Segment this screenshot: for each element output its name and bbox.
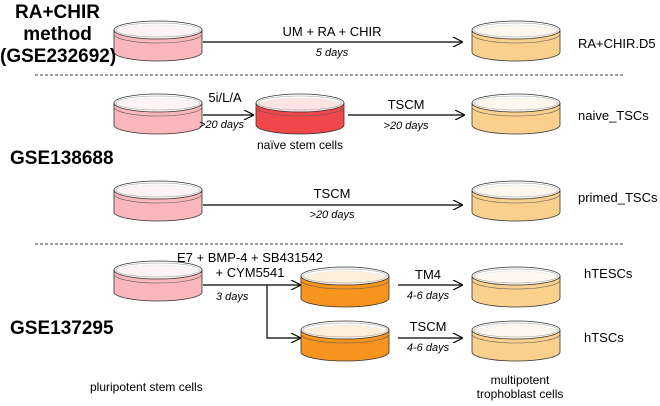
label-ra-chir-arrow: UM + RA + CHIR: [282, 24, 382, 39]
dish-naive-end: [471, 93, 561, 135]
arrow-gse137295-branch: [266, 285, 300, 338]
label-naive-arrow1: 5i/L/A: [208, 90, 242, 105]
footer-pluripotent-stem-cells: pluripotent stem cells: [90, 380, 203, 394]
dish-gse137295-start: [113, 260, 203, 302]
label-tm4-arrow: TM4: [415, 267, 441, 282]
label-primed-duration: >20 days: [309, 209, 355, 221]
label-tm4-duration: 4-6 days: [406, 290, 450, 302]
label-naive-arrow2-duration: >20 days: [383, 120, 429, 132]
label-primed-arrow: TSCM: [313, 186, 351, 201]
output-primed-tscs: primed_TSCs: [578, 190, 658, 205]
label-gse137295-arrow1: E7 + BMP-4 + SB431542 + CYM5541: [177, 250, 323, 280]
dish-htscs-end: [471, 320, 561, 362]
dish-primed-end: [471, 180, 561, 222]
label-naive-stem-cells: naïve stem cells: [256, 138, 344, 152]
dish-intermediate-bottom: [300, 320, 390, 362]
output-htescs: hTESCs: [584, 266, 633, 281]
label-gse137295-duration: 3 days: [216, 291, 249, 303]
output-htscs: hTSCs: [584, 330, 624, 345]
footer-multipotent-trophoblast-cells: multipotent trophoblast cells: [476, 373, 564, 401]
dish-intermediate-top: [300, 266, 390, 308]
dish-primed-start: [113, 180, 203, 222]
label-ra-chir-duration: 5 days: [315, 47, 349, 59]
output-ra-chir: RA+CHIR.D5: [578, 36, 656, 51]
dish-htescs-end: [471, 266, 561, 308]
dish-ra-chir-end: [471, 20, 561, 62]
dish-naive-stem: [255, 93, 345, 135]
label-tscm-bottom-arrow: TSCM: [409, 319, 447, 334]
title-gse137295: GSE137295: [10, 318, 114, 339]
output-naive-tscs: naive_TSCs: [578, 108, 649, 123]
label-tscm-bottom-duration: 4-6 days: [406, 342, 450, 354]
dish-naive-start: [113, 93, 203, 135]
label-naive-arrow2: TSCM: [387, 97, 425, 112]
title-gse138688: GSE138688: [10, 148, 114, 169]
label-naive-arrow1-duration: >20 days: [199, 119, 244, 131]
dish-ra-chir-start: [113, 20, 203, 62]
title-ra-chir: RA+CHIR method (GSE232692): [0, 2, 117, 67]
